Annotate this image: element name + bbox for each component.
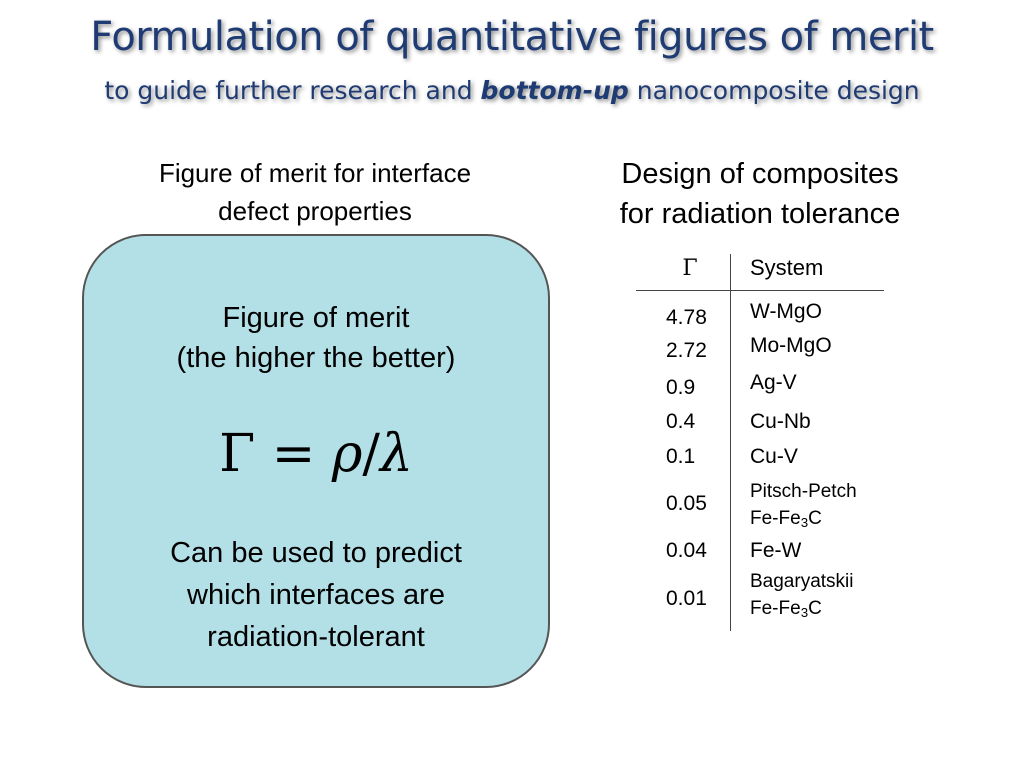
table-cell-system: Cu-V [750,445,798,468]
table-cell-gamma: 4.78 [666,306,707,329]
table-cell-gamma: 0.1 [666,445,696,468]
table-header-divider [636,290,884,291]
figure-of-merit-label: Figure of merit (the higher the better) [84,298,548,378]
table-cell-gamma: 2.72 [666,339,707,362]
box-line: radiation-tolerant [207,621,425,653]
design-heading: Design of composites for radiation toler… [580,154,940,234]
table-cell-gamma: 0.4 [666,410,696,433]
slide-subtitle: to guide further research and bottom-up … [0,76,1024,105]
design-heading-line: for radiation tolerance [619,198,901,230]
table-cell-gamma: 0.04 [666,539,707,562]
box-line: (the higher the better) [176,342,456,374]
table-cell-system: Ag-V [750,371,797,394]
slide-title: Formulation of quantitative figures of m… [90,14,934,60]
box-line: which interfaces are [187,579,445,611]
table-cell-gamma: 0.9 [666,376,696,399]
subtitle-pre: to guide further research and [104,76,481,105]
formula-gamma: Γ [219,424,256,484]
heading-line: Figure of merit for interface [158,158,472,188]
table-cell-system: Mo-MgO [750,334,832,357]
table-column-divider [730,254,731,631]
system-formula: Fe-Fe3C [750,508,822,530]
prediction-text: Can be used to predict which interfaces … [84,532,548,658]
table-cell-system: Pitsch-Petch Fe-Fe3C [750,478,857,532]
formula-equals: = [255,424,332,484]
formula-slash: / [362,424,380,484]
box-line: Figure of merit [222,302,410,334]
formula-rho: ρ [331,424,363,484]
table-header-gamma: Γ [682,256,698,281]
figure-of-merit-box: Figure of merit (the higher the better) … [82,234,550,688]
heading-line: defect properties [218,196,412,226]
system-formula: Fe-Fe3C [750,598,822,620]
gamma-formula: Γ = ρ/λ [84,424,548,484]
design-heading-line: Design of composites [621,158,899,190]
formula-lambda: λ [379,424,413,484]
table-cell-system: Fe-W [750,539,802,562]
table-cell-system: Cu-Nb [750,410,811,433]
table-cell-system: Bagaryatskii Fe-Fe3C [750,568,854,622]
subtitle-post: nanocomposite design [628,76,920,105]
system-name: Bagaryatskii [750,571,854,592]
table-header-system: System [750,255,824,280]
box-line: Can be used to predict [170,537,462,569]
system-name: Pitsch-Petch [750,481,857,502]
table-cell-gamma: 0.01 [666,587,707,610]
table-cell-system: W-MgO [750,300,822,323]
table-cell-gamma: 0.05 [666,492,707,515]
figure-of-merit-heading: Figure of merit for interface defect pro… [100,154,530,230]
subtitle-emphasis: bottom-up [480,76,629,105]
